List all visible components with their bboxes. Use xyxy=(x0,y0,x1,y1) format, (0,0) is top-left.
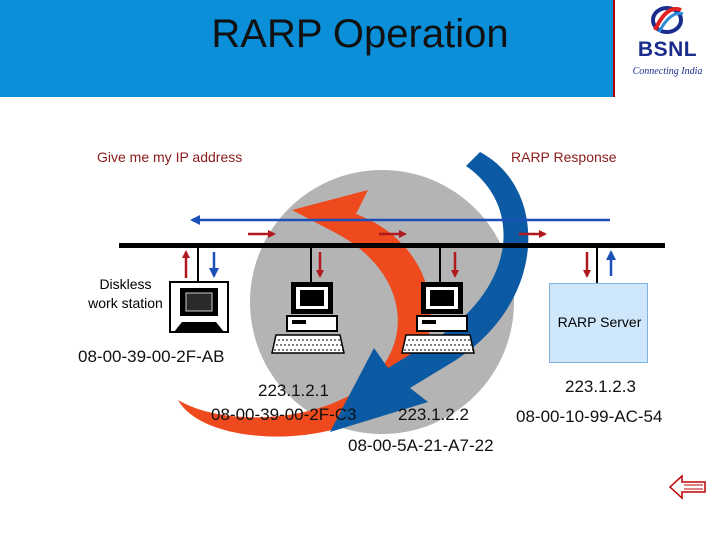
globe-shape xyxy=(250,170,514,434)
diskless-label: Diskless work station xyxy=(88,276,163,311)
rarp-server: RARP Server xyxy=(549,283,648,363)
computer-icon xyxy=(271,282,345,354)
logo-wordmark: BSNL xyxy=(637,38,698,61)
slide-title: RARP Operation xyxy=(211,12,509,56)
host2-ip: 223.1.2.2 xyxy=(398,405,469,424)
host1-ip: 223.1.2.1 xyxy=(258,381,329,400)
server-ip: 223.1.2.3 xyxy=(565,377,636,396)
ethernet-bus xyxy=(119,243,665,248)
orange-swoosh xyxy=(178,190,431,437)
host2-mac: 08-00-5A-21-A7-22 xyxy=(348,436,494,455)
logo-tagline: Connecting India xyxy=(632,66,703,77)
request-label: Give me my IP address xyxy=(97,149,243,165)
station-drops xyxy=(197,248,598,285)
bsnl-logo-icon xyxy=(651,6,684,34)
back-button[interactable] xyxy=(668,474,708,505)
bsnl-logo: BSNL Connecting India xyxy=(613,0,720,97)
host1-mac: 08-00-39-00-2F-C3 xyxy=(211,405,357,424)
diskless-mac: 08-00-39-00-2F-AB xyxy=(78,347,225,366)
server-mac: 08-00-10-99-AC-54 xyxy=(516,407,663,426)
blue-swoosh xyxy=(330,152,529,432)
server-label: RARP Server xyxy=(557,314,642,330)
slide-header: RARP Operation BSNL Connecting India xyxy=(0,0,720,97)
computer-icon xyxy=(401,282,475,354)
diskless-workstation-icon xyxy=(169,281,229,333)
back-arrow-icon xyxy=(668,474,706,500)
response-label: RARP Response xyxy=(511,149,617,165)
bsnl-swoosh-graphic xyxy=(178,152,529,437)
